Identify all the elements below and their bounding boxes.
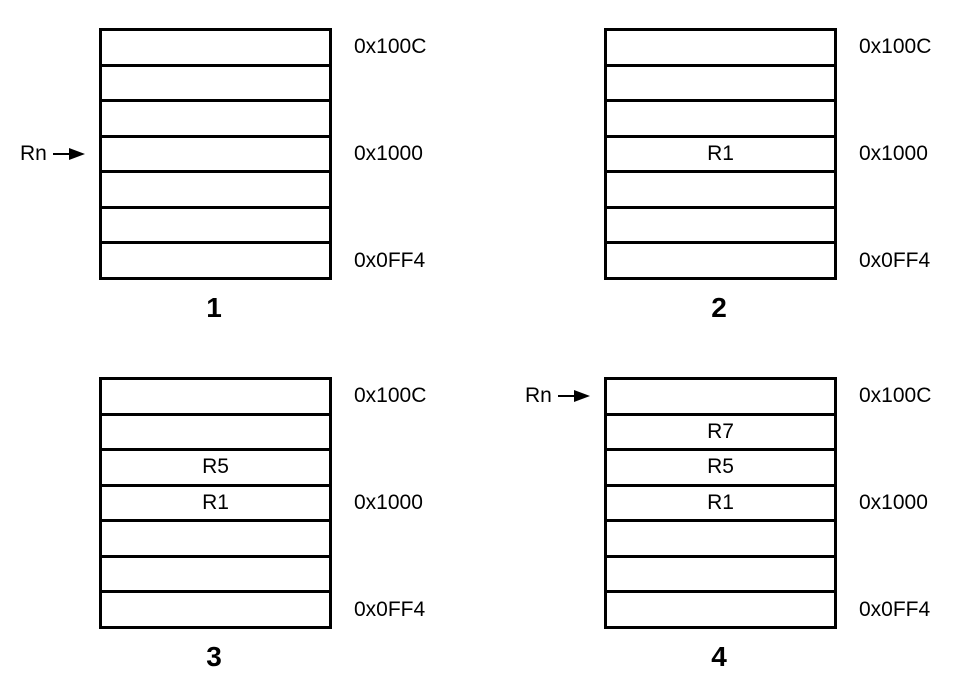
stack-diagram-4: Rn R7 R5 R1 0x100C 0x1000 0x0FF4 4 bbox=[505, 349, 955, 689]
rn-label: Rn bbox=[20, 142, 47, 165]
right-arrow-icon bbox=[52, 148, 85, 160]
address-top: 0x100C bbox=[354, 35, 427, 58]
stack-cell bbox=[102, 31, 329, 64]
stack-cell bbox=[607, 31, 834, 64]
stack-cell bbox=[607, 380, 834, 413]
stack-cell bbox=[607, 170, 834, 206]
address-top: 0x100C bbox=[859, 35, 932, 58]
stack-cell bbox=[102, 170, 329, 206]
memory-stack: R7 R5 R1 bbox=[604, 377, 837, 629]
panel-label: 2 bbox=[711, 292, 727, 323]
stack-cell bbox=[102, 99, 329, 135]
stack-cell bbox=[102, 412, 329, 449]
memory-stack: R1 bbox=[604, 28, 837, 280]
stack-cell bbox=[102, 519, 329, 555]
address-bottom: 0x0FF4 bbox=[354, 598, 426, 621]
panel-label: 3 bbox=[206, 641, 222, 672]
address-top: 0x100C bbox=[859, 384, 932, 407]
stack-cell bbox=[102, 241, 329, 277]
stack-cell bbox=[607, 99, 834, 135]
address-bottom: 0x0FF4 bbox=[354, 249, 426, 272]
memory-stack bbox=[99, 28, 332, 280]
rn-pointer: Rn bbox=[20, 142, 85, 166]
stack-cell: R1 bbox=[607, 134, 834, 171]
address-mid: 0x1000 bbox=[354, 491, 423, 514]
stack-cell bbox=[607, 554, 834, 591]
stack-cell bbox=[607, 63, 834, 100]
stack-cell: R1 bbox=[607, 483, 834, 520]
stack-cell bbox=[607, 241, 834, 277]
stack-cell bbox=[607, 205, 834, 242]
stack-diagram-3: R5 R1 0x100C 0x1000 0x0FF4 3 bbox=[0, 349, 470, 689]
panel-label: 4 bbox=[711, 641, 727, 672]
memory-stack: R5 R1 bbox=[99, 377, 332, 629]
stack-cell bbox=[102, 63, 329, 100]
panel-label: 1 bbox=[206, 292, 222, 323]
stack-diagram-1: Rn 0x100C 0x1000 0x0FF4 1 bbox=[0, 0, 470, 340]
address-mid: 0x1000 bbox=[354, 142, 423, 165]
address-mid: 0x1000 bbox=[859, 491, 928, 514]
address-bottom: 0x0FF4 bbox=[859, 249, 931, 272]
stack-cell bbox=[102, 134, 329, 171]
rn-pointer: Rn bbox=[525, 384, 590, 408]
address-mid: 0x1000 bbox=[859, 142, 928, 165]
stack-diagram-2: R1 0x100C 0x1000 0x0FF4 2 bbox=[505, 0, 955, 340]
stack-cell: R1 bbox=[102, 483, 329, 520]
stack-cell bbox=[102, 380, 329, 413]
address-top: 0x100C bbox=[354, 384, 427, 407]
stack-cell bbox=[102, 590, 329, 626]
address-bottom: 0x0FF4 bbox=[859, 598, 931, 621]
right-arrow-icon bbox=[557, 390, 590, 402]
rn-label: Rn bbox=[525, 384, 552, 407]
stack-cell bbox=[102, 205, 329, 242]
stack-cell: R7 bbox=[607, 412, 834, 449]
stack-cell: R5 bbox=[607, 448, 834, 484]
stack-cell bbox=[607, 590, 834, 626]
stack-cell: R5 bbox=[102, 448, 329, 484]
stack-cell bbox=[607, 519, 834, 555]
stack-cell bbox=[102, 554, 329, 591]
